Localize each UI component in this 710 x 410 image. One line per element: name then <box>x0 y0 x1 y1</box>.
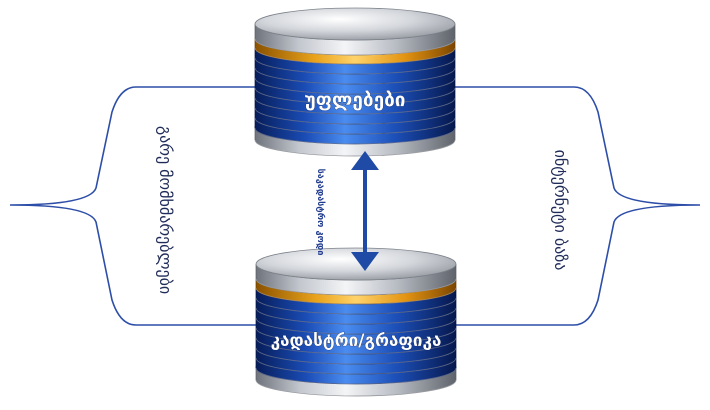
database-bottom-label: კადასტრი/გრაფიკა <box>271 331 442 351</box>
database-cylinder-top <box>254 7 456 157</box>
left-brace <box>9 86 258 326</box>
link-label: საკადასტრო კოდი <box>315 169 326 256</box>
bidirectional-arrow-icon <box>351 151 379 271</box>
database-lid <box>254 7 456 41</box>
right-brace-label: ინტერნეტი ბაზა <box>551 150 570 271</box>
database-top-label: უფლებები <box>304 89 405 111</box>
left-brace-label: გარე მომხმარებლები <box>156 126 175 294</box>
right-brace <box>452 86 701 326</box>
database-lid <box>255 247 457 281</box>
database-cylinder-bottom <box>255 247 457 397</box>
